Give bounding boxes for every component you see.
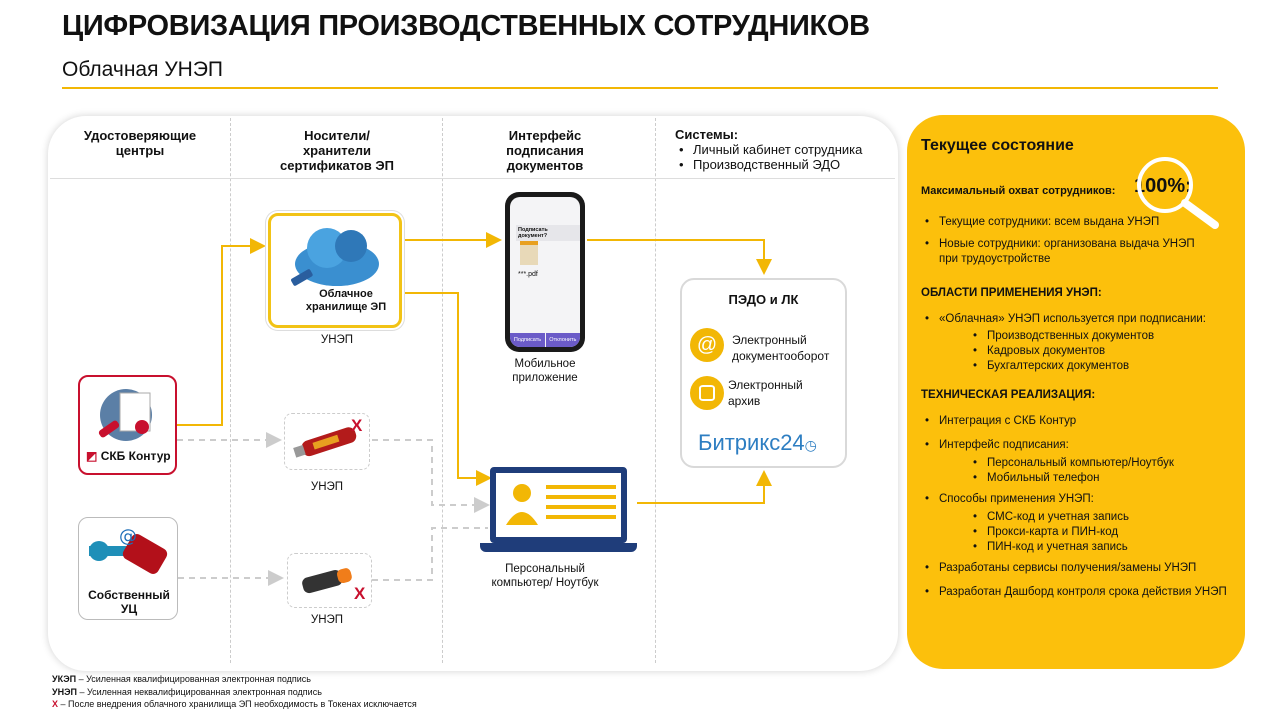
side-bullet: Разработан Дашборд контроля срока действ…	[921, 585, 1231, 600]
user-icon	[506, 484, 538, 525]
page-subtitle: Облачная УНЭП	[62, 58, 224, 81]
current-state-panel: Текущее состояние Максимальный охват сот…	[907, 115, 1245, 669]
column-header-uc: Удостоверяющие центры	[83, 128, 197, 158]
footnote-text: – Усиленная квалифицированная электронна…	[76, 674, 312, 684]
footnote: УНЭП – Усиленная неквалифицированная эле…	[52, 686, 322, 698]
text-lines-icon	[546, 485, 616, 489]
certificate-icon	[98, 389, 152, 441]
side-section-title: ТЕХНИЧЕСКАЯ РЕАЛИЗАЦИЯ:	[921, 389, 1096, 401]
edo-label: Электронный документооборот	[732, 333, 830, 363]
phone-file: ***.pdf	[518, 271, 538, 278]
systems-item: Производственный ЭДО	[675, 157, 862, 172]
side-subbullet: ПИН-код и учетная запись	[921, 540, 1231, 555]
arrow-token2-pc	[372, 527, 488, 581]
column-header-carriers: Носители/ хранители сертификатов ЭП	[279, 128, 395, 173]
phone-reject-button[interactable]: Отклонить	[545, 333, 580, 347]
column-divider	[442, 118, 443, 663]
skb-kontur-node: ◩ СКБ Контур	[78, 375, 177, 475]
token-caption: УНЭП	[310, 481, 344, 493]
footnote: УКЭП – Усиленная квалифицированная элект…	[52, 673, 311, 685]
coverage-label: Максимальный охват сотрудников:	[921, 185, 1116, 197]
pc-monitor	[490, 467, 627, 543]
cloud-storage-label: Облачное хранилище ЭП	[305, 288, 387, 313]
token-caption: УНЭП	[310, 614, 344, 626]
key-usb-icon: @	[89, 526, 168, 574]
side-subbullet: СМС-код и учетная запись	[921, 510, 1231, 525]
side-bullet: Интерфейс подписания:	[921, 438, 1231, 453]
svg-text:@: @	[119, 526, 137, 547]
side-subbullet: Кадровых документов	[921, 344, 1231, 359]
systems-item: Личный кабинет сотрудника	[675, 142, 862, 157]
usb-token-icon	[302, 568, 352, 594]
cloud-icon	[291, 228, 379, 286]
side-bullet: Разработаны сервисы получения/замены УНЭ…	[921, 561, 1231, 576]
own-uc-label: Собственный УЦ	[88, 588, 170, 616]
side-subbullet: Персональный компьютер/Ноутбук	[921, 456, 1231, 471]
usb-token-icon	[293, 427, 357, 458]
at-icon: @	[690, 328, 724, 362]
token-node: X	[284, 413, 370, 470]
mobile-phone: Подписать документ? ***.pdf Подписать От…	[505, 192, 585, 352]
footnote-text: – После внедрения облачного хранилища ЭП…	[58, 699, 417, 709]
title-rule	[62, 87, 1218, 89]
phone-question: Подписать документ?	[516, 225, 580, 241]
side-subbullet: Мобильный телефон	[921, 471, 1231, 486]
pedo-title: ПЭДО и ЛК	[728, 292, 799, 307]
header-divider	[50, 178, 895, 179]
footnote-term: УКЭП	[52, 674, 77, 684]
page-title: ЦИФРОВИЗАЦИЯ ПРОИЗВОДСТВЕННЫХ СОТРУДНИКО…	[62, 10, 870, 42]
arrow-pc-pedo	[637, 470, 772, 504]
side-subbullet: Прокси-карта и ПИН-код	[921, 525, 1231, 540]
side-bullet: Новые сотрудники: организована выдача УН…	[921, 237, 1211, 267]
skb-kontur-text: СКБ Контур	[100, 449, 171, 463]
x-mark: X	[354, 584, 366, 603]
archive-label: Электронный архив	[728, 378, 803, 408]
side-bullet: «Облачная» УНЭП используется при подписа…	[921, 312, 1231, 327]
footnote-text: – Усиленная неквалифицированная электрон…	[76, 687, 322, 697]
token-node: X	[287, 553, 372, 608]
kontur-logo-icon: ◩	[86, 449, 98, 463]
column-divider	[230, 118, 231, 663]
document-icon	[520, 241, 538, 265]
arrow-token-pc	[372, 439, 490, 513]
bitrix24-logo: Битрикс24◷	[698, 430, 817, 456]
cloud-storage-node: Облачное хранилище ЭП	[268, 213, 402, 328]
arrow-skb-cloud	[177, 238, 266, 426]
side-subbullet: Производственных документов	[921, 329, 1231, 344]
footnote: X – После внедрения облачного хранилища …	[52, 698, 417, 710]
phone-caption: Мобильное приложение	[512, 358, 578, 384]
column-divider	[655, 118, 656, 663]
pedo-lk-node: ПЭДО и ЛК @ Электронный документооборот …	[680, 278, 847, 468]
laptop-base	[480, 543, 637, 552]
skb-kontur-label: ◩ СКБ Контур	[86, 449, 171, 463]
arrow-cloud-pc	[402, 292, 492, 486]
side-bullet: Текущие сотрудники: всем выдана УНЭП	[921, 215, 1231, 230]
database-icon	[690, 376, 724, 410]
x-mark: X	[351, 416, 363, 435]
pc-caption: Персональный компьютер/ Ноутбук	[491, 563, 599, 589]
arrow-phone-pedo	[587, 239, 772, 275]
side-bullet: Интеграция с СКБ Контур	[921, 414, 1231, 429]
cloud-caption: УНЭП	[320, 334, 354, 346]
clock-icon: ◷	[804, 437, 817, 453]
coverage-value: 100%:	[1134, 175, 1192, 197]
side-title: Текущее состояние	[921, 137, 1074, 154]
bitrix24-text: Битрикс24	[698, 430, 805, 455]
systems-title: Системы:	[675, 127, 739, 142]
side-subbullet: Бухгалтерских документов	[921, 359, 1231, 374]
phone-sign-button[interactable]: Подписать	[510, 333, 545, 347]
side-bullet: Способы применения УНЭП:	[921, 492, 1231, 507]
footnote-term: X	[52, 699, 59, 709]
footnote-term: УНЭП	[52, 687, 77, 697]
column-header-systems: Системы: Личный кабинет сотрудника Произ…	[675, 127, 862, 173]
side-section-title: ОБЛАСТИ ПРИМЕНЕНИЯ УНЭП:	[921, 287, 1102, 299]
own-uc-node: @ Собственный УЦ	[78, 517, 178, 620]
column-header-interface: Интерфейс подписания документов	[506, 128, 584, 173]
